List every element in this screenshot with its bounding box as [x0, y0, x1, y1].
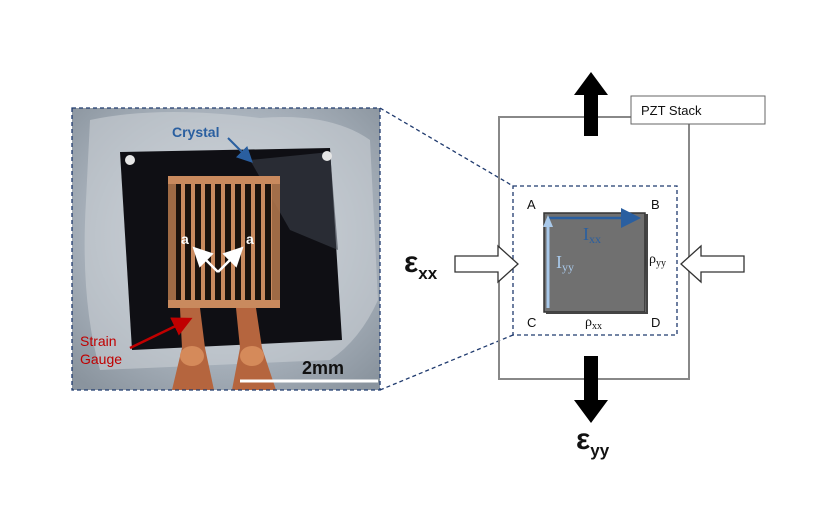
gauge-bottom-bar	[168, 300, 280, 308]
solder-pad-left	[180, 346, 204, 366]
photo-panel	[72, 108, 380, 390]
current-label-yy: Iyy	[556, 252, 574, 274]
strain-gauge-grid	[176, 182, 272, 300]
corner-label-d: D	[651, 315, 660, 330]
mount-dot-right	[322, 151, 332, 161]
strain-gauge-label-line1: Strain	[80, 333, 117, 349]
resistivity-label-xx: ρxx	[585, 315, 602, 332]
gauge-top-bar	[168, 176, 280, 184]
axis-label-right: a	[246, 231, 254, 247]
strain-gauge-pointer-arrow	[129, 317, 193, 350]
corner-label-a: A	[527, 197, 536, 212]
stretch-arrow-down	[574, 356, 608, 423]
crystal-pointer-arrow	[227, 137, 253, 163]
strain-gauge-label-line2: Gauge	[80, 351, 122, 367]
mount-dot-left	[125, 155, 135, 165]
pzt-label-box	[630, 95, 766, 125]
current-label-xx: Ixx	[583, 224, 601, 246]
solder-pad-right	[240, 346, 264, 366]
pzt-label: PZT Stack	[641, 103, 702, 118]
scale-bar-label: 2mm	[302, 358, 344, 378]
crystal-label: Crystal	[172, 124, 219, 140]
zoom-line-bottom	[379, 334, 514, 391]
resistivity-label-yy: ρyy	[649, 252, 666, 269]
compression-arrow-left	[454, 244, 519, 284]
current-arrow-yy-head	[543, 215, 553, 227]
corner-label-b: B	[651, 197, 660, 212]
photo-dashed-frame	[71, 107, 381, 391]
sample-square	[543, 212, 646, 313]
axis-label-left: a	[181, 231, 189, 247]
zoom-line-top	[379, 107, 514, 187]
axis-arrow-right	[217, 246, 244, 273]
strain-label-yy: εyy	[576, 423, 610, 460]
axis-arrow-left	[192, 246, 219, 273]
corner-label-c: C	[527, 315, 536, 330]
stretch-arrow-up	[574, 72, 608, 136]
compression-arrow-right	[680, 244, 745, 284]
strain-label-xx: εxx	[404, 246, 438, 283]
